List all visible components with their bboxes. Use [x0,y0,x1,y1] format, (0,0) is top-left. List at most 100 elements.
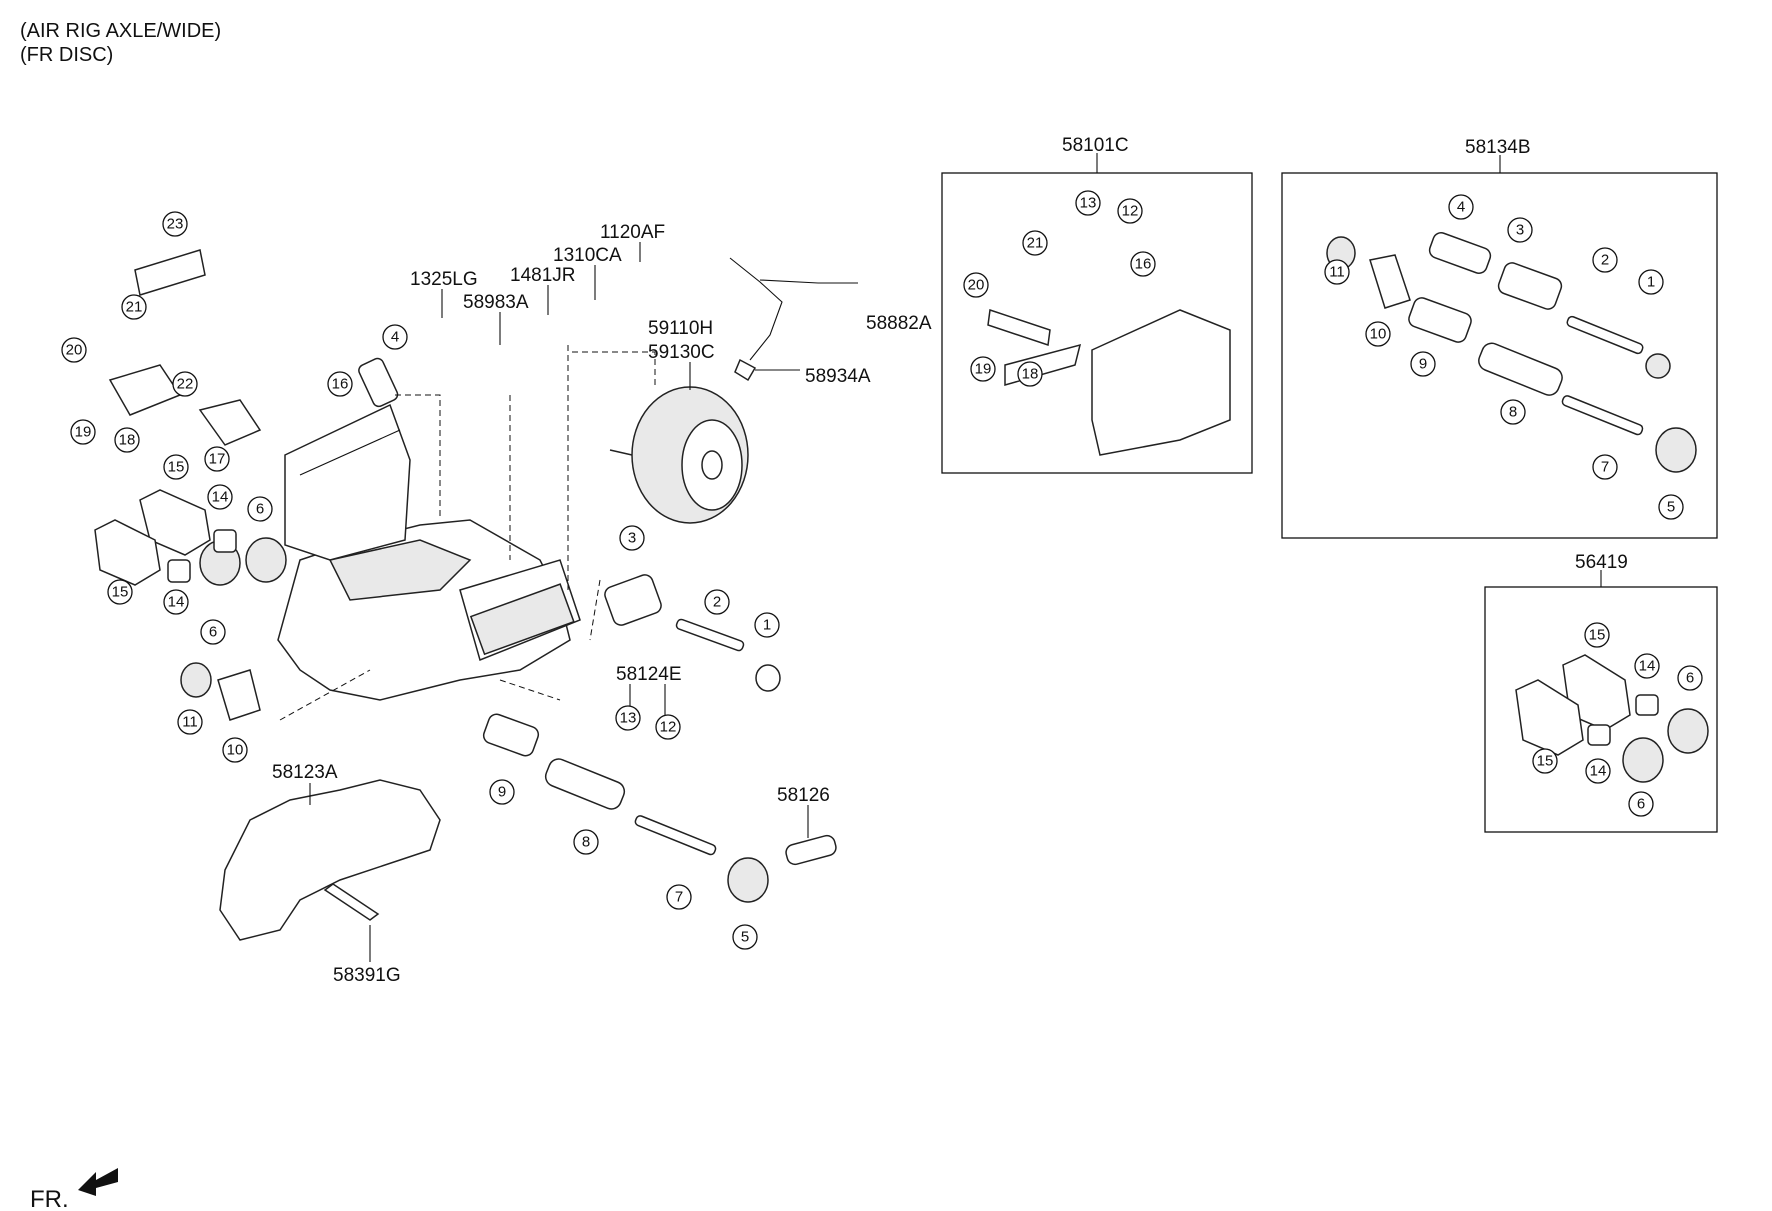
callout-number: 20 [66,342,83,359]
callout-bubble[interactable] [1592,454,1618,480]
callout-bubble[interactable] [114,427,140,453]
callout-bubble[interactable] [1532,748,1558,774]
callout-bubble[interactable] [732,924,758,950]
label-58124e[interactable]: 58124E [616,664,682,685]
callout-bubble[interactable] [1500,399,1526,425]
callout-number: 14 [212,489,229,506]
callout-number: 2 [1601,252,1609,269]
callout-number: 21 [1027,235,1044,252]
kit-58134b-parts [1326,232,1697,473]
callout-bubble[interactable] [382,324,408,350]
callout-bubble[interactable] [327,371,353,397]
callout-bubble[interactable] [163,454,189,480]
label-1310ca[interactable]: 1310CA [553,245,622,266]
label-58126[interactable]: 58126 [777,785,830,806]
carrier-bracket [219,779,441,941]
callout-number: 23 [167,216,184,233]
callout-bubble[interactable] [1130,251,1156,277]
callout-bubble[interactable] [1365,321,1391,347]
label-58934a[interactable]: 58934A [805,366,871,387]
callout-bubble[interactable] [162,211,188,237]
callout-bubble[interactable] [1410,351,1436,377]
callout-bubble[interactable] [1017,361,1043,387]
callout-bubble[interactable] [1448,194,1474,220]
callout-bubble[interactable] [1658,494,1684,520]
label-58882a[interactable]: 58882A [866,313,932,334]
callout-number: 18 [119,432,136,449]
callout-bubble[interactable] [107,579,133,605]
callout-number: 13 [1080,195,1097,212]
callout-number: 4 [1457,199,1465,216]
label-59110h[interactable]: 59110H [648,318,713,339]
callout-number: 9 [1419,356,1427,373]
callout-bubble[interactable] [1324,259,1350,285]
header-line-1: (AIR RIG AXLE/WIDE) [20,20,221,42]
callout-bubble[interactable] [1592,247,1618,273]
callout-bubble[interactable] [1638,269,1664,295]
callout-number: 3 [1516,222,1524,239]
callout-bubble[interactable] [489,779,515,805]
callout-number: 15 [112,584,129,601]
callout-bubble[interactable] [963,272,989,298]
label-58983a[interactable]: 58983A [463,292,529,313]
callout-bubble[interactable] [177,709,203,735]
label-59130c[interactable]: 59130C [648,342,715,363]
callout-number: 14 [1639,658,1656,675]
callout-bubble[interactable] [61,337,87,363]
kit-label-56419[interactable]: 56419 [1575,552,1628,573]
callout-bubble[interactable] [704,589,730,615]
callout-bubble[interactable] [247,496,273,522]
callout-bubble[interactable] [573,829,599,855]
callout-bubble[interactable] [70,419,96,445]
callout-bubble[interactable] [615,705,641,731]
callout-number: 7 [1601,459,1609,476]
callout-number: 20 [968,277,985,294]
kit-58101c-clip [987,309,1051,346]
kit-label-58101c[interactable]: 58101C [1062,135,1129,156]
callout-bubble[interactable] [655,714,681,740]
callout-number: 16 [332,376,349,393]
label-1120af[interactable]: 1120AF [600,222,665,243]
callout-bubble[interactable] [970,356,996,382]
label-58391g[interactable]: 58391G [333,965,401,986]
hose-fitting [734,358,757,382]
callout-bubble[interactable] [200,619,226,645]
callout-bubble[interactable] [163,589,189,615]
front-arrow-icon [78,1168,118,1196]
callout-bubble[interactable] [1634,653,1660,679]
callout-bubble[interactable] [207,484,233,510]
callout-number: 8 [582,834,590,851]
callout-bubble[interactable] [666,884,692,910]
callout-number: 5 [741,929,749,946]
callout-number: 14 [168,594,185,611]
callout-bubble[interactable] [172,371,198,397]
callout-bubble[interactable] [1075,190,1101,216]
label-58123a[interactable]: 58123A [272,762,338,783]
label-1481jr[interactable]: 1481JR [510,265,576,286]
callout-bubble[interactable] [1677,665,1703,691]
callout-bubble[interactable] [1507,217,1533,243]
callout-number: 19 [975,361,992,378]
callout-bubble[interactable] [1117,198,1143,224]
callout-number: 18 [1022,366,1039,383]
kit-56419-parts [1515,654,1709,783]
callout-bubble[interactable] [1585,758,1611,784]
callout-number: 15 [1589,627,1606,644]
callout-bubble[interactable] [1022,230,1048,256]
callout-bubble[interactable] [619,525,645,551]
callout-bubble[interactable] [121,294,147,320]
callout-bubble[interactable] [222,737,248,763]
main-small-parts [94,249,837,903]
brake-chamber [609,386,749,524]
callout-number: 17 [209,451,226,468]
kit-label-58134b[interactable]: 58134B [1465,137,1531,158]
kit-58101c-pad [1091,309,1231,456]
callout-bubble[interactable] [754,612,780,638]
callout-bubble[interactable] [1584,622,1610,648]
callout-bubble[interactable] [1628,791,1654,817]
callout-number: 12 [1122,203,1139,220]
callout-bubble[interactable] [204,446,230,472]
label-1325lg[interactable]: 1325LG [410,269,478,290]
air-hose [729,257,783,361]
